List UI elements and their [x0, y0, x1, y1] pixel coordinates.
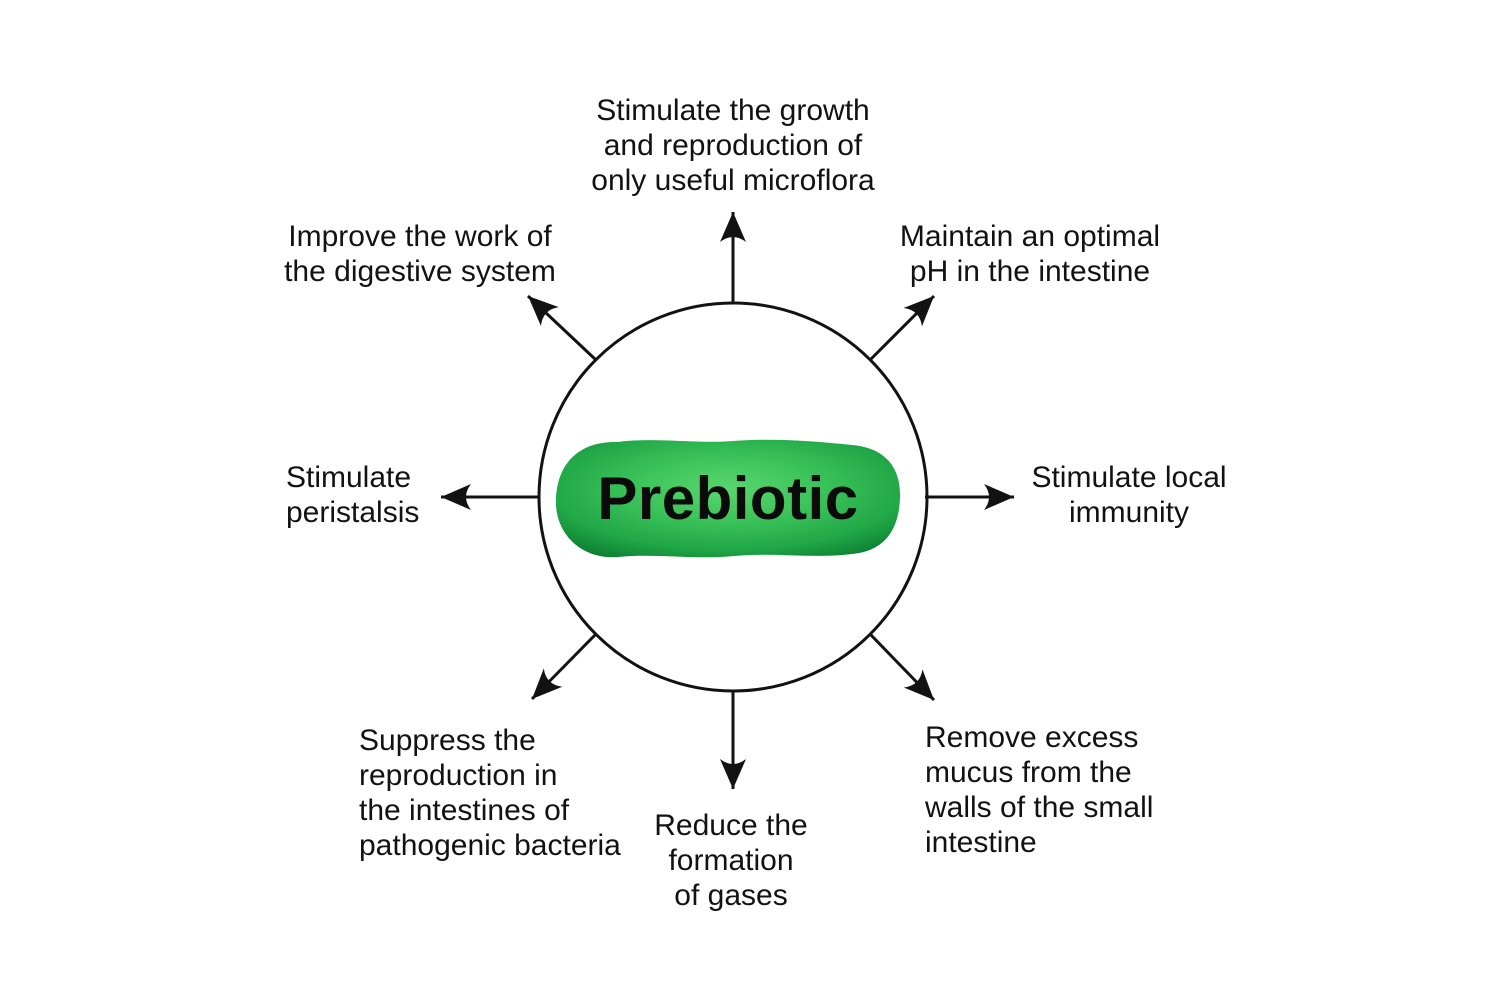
arrow-down-left-icon: [530, 632, 598, 701]
arrow-down-right-icon: [868, 632, 936, 702]
benefit-label-top: Stimulate the growth and reproduction of…: [591, 94, 875, 197]
benefit-label-top-left: Improve the work of the digestive system: [284, 220, 556, 288]
benefit-label-top-right: Maintain an optimal pH in the intestine: [899, 220, 1161, 288]
benefit-label-bottom-right: Remove excess mucus from the walls of th…: [925, 721, 1154, 859]
benefit-label-bottom-left: Suppress the reproduction in the intesti…: [359, 724, 621, 862]
benefit-label-left: Stimulate peristalsis: [286, 461, 420, 529]
arrow-up-right-icon: [868, 294, 936, 362]
benefit-label-bottom: Reduce the formation of gases: [654, 809, 808, 912]
arrow-up-left-icon: [526, 294, 598, 362]
prebiotic-pill: [555, 439, 901, 558]
center-label: Prebiotic: [597, 464, 859, 532]
benefit-label-right: Stimulate local immunity: [1031, 461, 1227, 529]
